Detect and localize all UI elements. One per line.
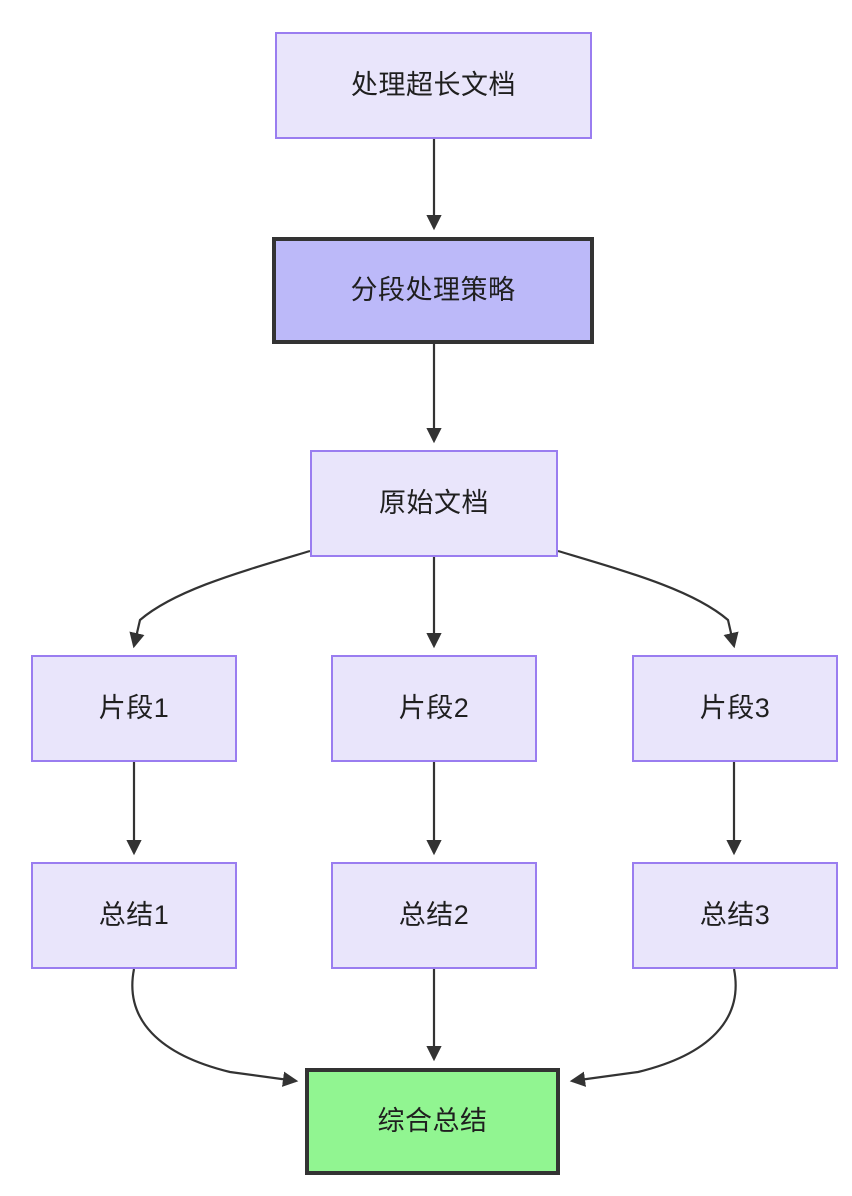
flow-node-n7[interactable]: 总结1 [31, 862, 237, 969]
flow-node-n9[interactable]: 总结3 [632, 862, 838, 969]
flow-node-label: 片段2 [398, 693, 470, 724]
flow-node-label: 综合总结 [377, 1106, 488, 1137]
flow-node-n2[interactable]: 分段处理策略 [272, 237, 594, 344]
flow-node-label: 处理超长文档 [351, 70, 516, 101]
flow-node-n10[interactable]: 综合总结 [305, 1068, 560, 1175]
flow-edge-n3-to-n6 [557, 549, 739, 649]
flow-node-label: 总结1 [98, 900, 170, 931]
flow-edge-n7-to-n10 [131, 968, 299, 1087]
flow-edge-n9-to-n10 [569, 968, 737, 1087]
flow-node-n4[interactable]: 片段1 [31, 655, 237, 762]
flow-node-n1[interactable]: 处理超长文档 [275, 32, 592, 139]
flow-node-label: 总结3 [699, 900, 771, 931]
flow-node-n6[interactable]: 片段3 [632, 655, 838, 762]
flow-node-label: 总结2 [398, 900, 470, 931]
flow-edge-n3-to-n4 [129, 549, 311, 649]
flow-node-n5[interactable]: 片段2 [331, 655, 537, 762]
flow-node-n3[interactable]: 原始文档 [310, 450, 558, 557]
flow-node-label: 原始文档 [379, 488, 489, 519]
flow-node-label: 片段3 [699, 693, 771, 724]
flow-node-label: 分段处理策略 [350, 275, 516, 306]
flow-node-n8[interactable]: 总结2 [331, 862, 537, 969]
flow-node-label: 片段1 [98, 693, 170, 724]
